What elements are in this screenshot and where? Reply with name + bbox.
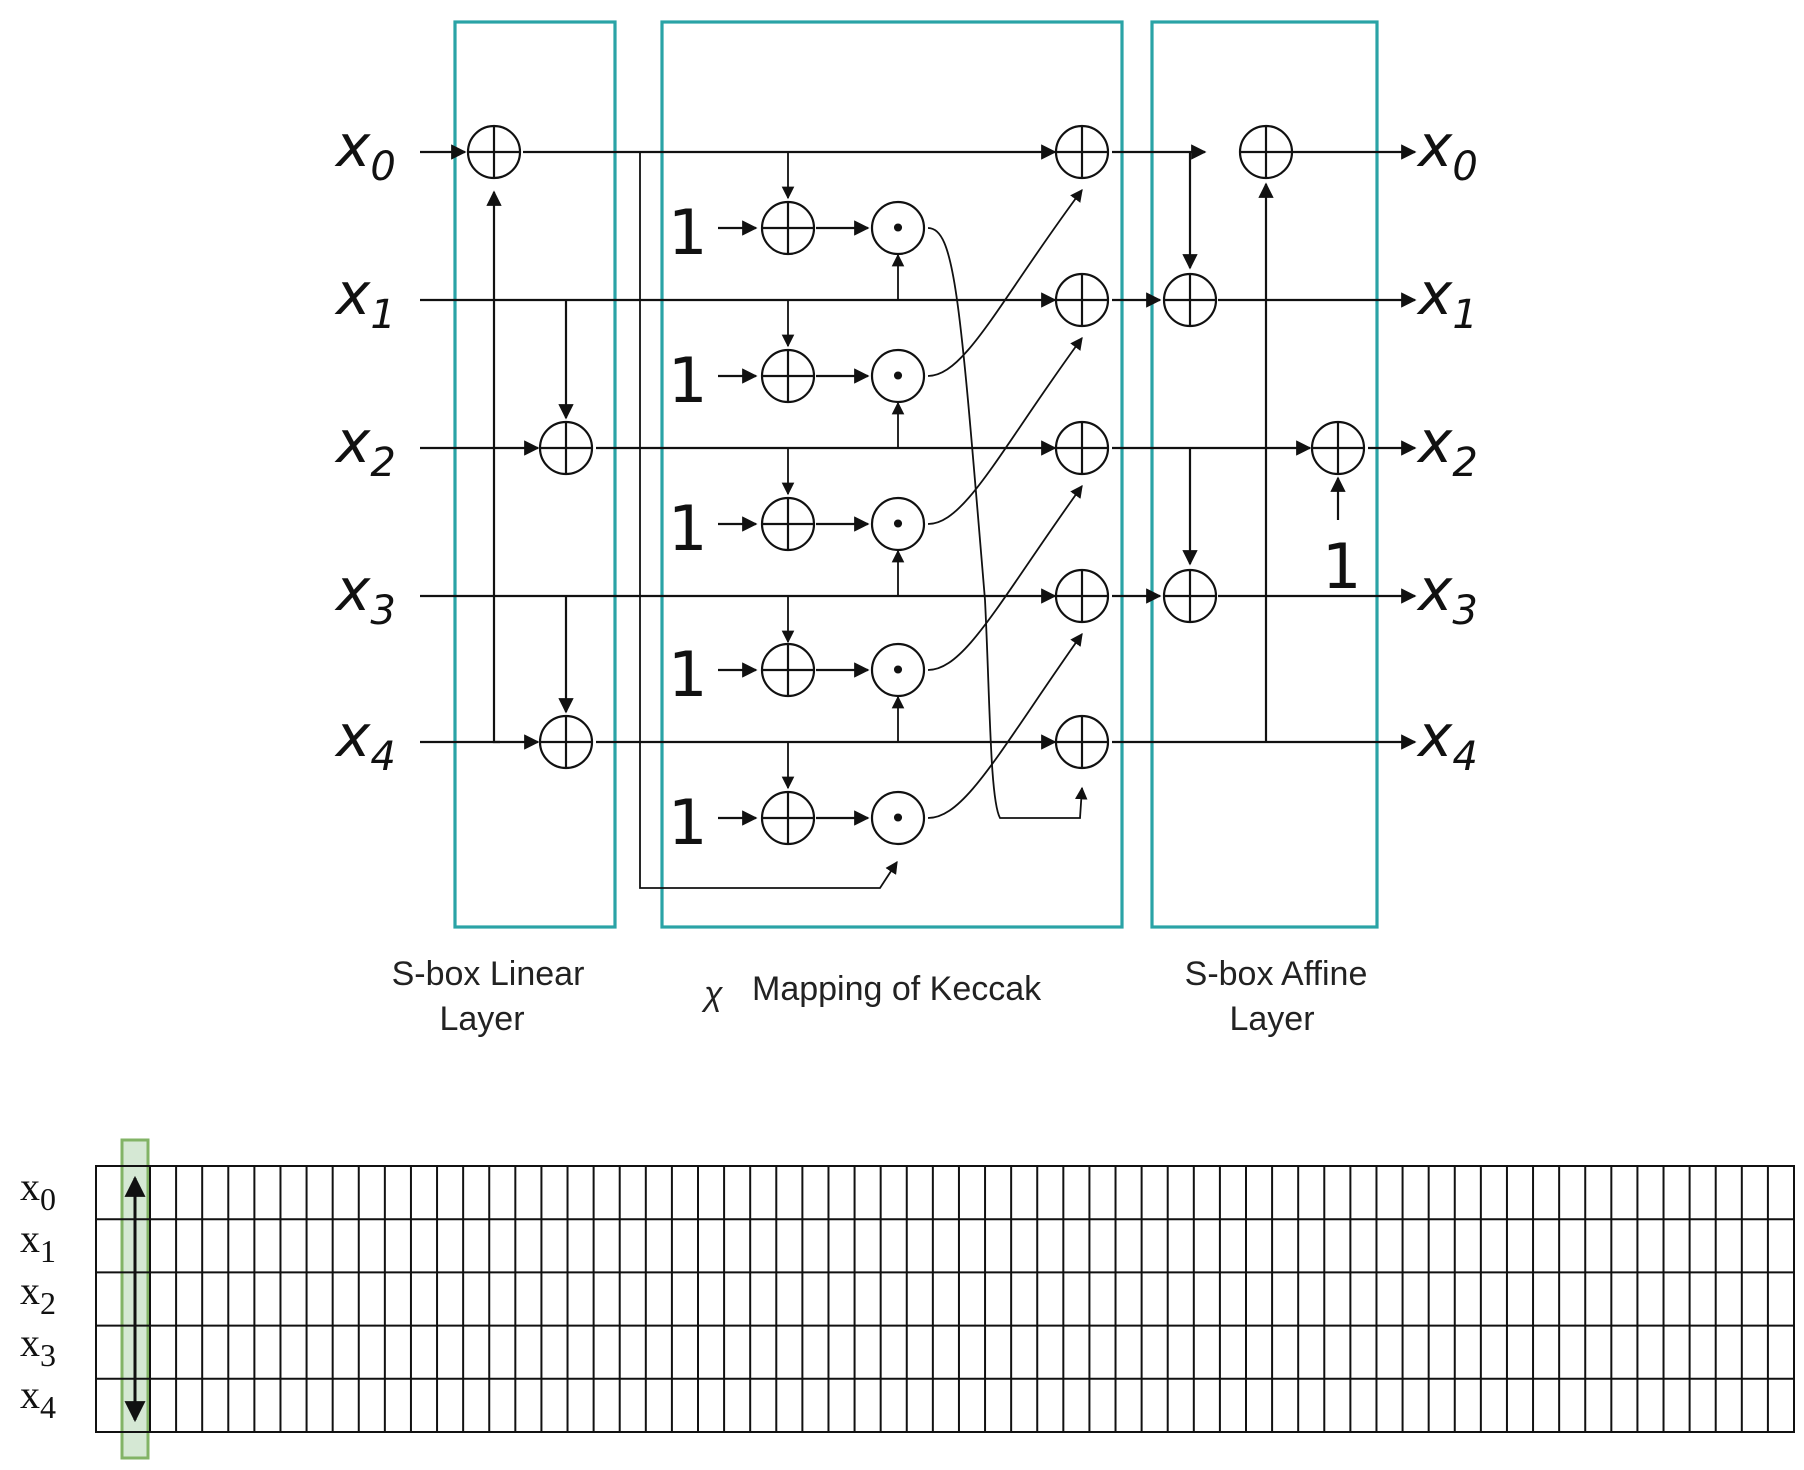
affine-layer-wires [1182,152,1346,742]
xor-gate [1054,420,1110,476]
input-label: x1 [334,260,396,338]
row-labels: x0 x1 x2 x3 x4 [20,1164,56,1425]
linear-layer-box [453,20,617,929]
and-gates: • • • • • [870,200,926,846]
output-labels: x0 x1 x2 x3 x4 [1416,112,1478,780]
xor-gate [466,124,522,180]
xor-gate [1162,272,1218,328]
linear-layer-wires [486,190,574,744]
input-label: x4 [334,702,396,780]
xor-gates [466,124,1366,846]
state-grid [95,1165,1795,1433]
affine-layer-caption-line1: S-box Affine [1185,955,1368,993]
constants: 1 1 1 1 1 1 [668,196,1361,859]
output-label: x1 [1416,260,1478,338]
state-grid-figure: x0 x1 x2 x3 x4 [20,1138,1795,1460]
and-gate: • [870,790,926,846]
xor-gate [760,496,816,552]
linear-layer-caption-line1: S-box Linear [392,955,585,993]
row-label: x4 [20,1372,56,1425]
xor-gate [538,420,594,476]
xor-gate [1054,714,1110,770]
row-label: x2 [20,1268,56,1321]
input-label: x0 [334,112,396,190]
constant-one: 1 [668,786,707,859]
xor-gate [1054,568,1110,624]
input-label: x2 [334,408,396,486]
xor-gate [1162,568,1218,624]
chi-caption: Mapping of Keccak [752,970,1042,1008]
and-dot: • [890,212,907,245]
constant-one: 1 [668,344,707,417]
input-labels: x0 x1 x2 x3 x4 [334,112,396,780]
xor-gate [1054,124,1110,180]
xor-gate [760,348,816,404]
and-dot: • [890,654,907,687]
output-label: x2 [1416,408,1478,486]
row-label: x0 [20,1164,56,1217]
affine-layer-caption-line2: Layer [1229,1000,1314,1038]
and-gate: • [870,642,926,698]
output-label: x0 [1416,112,1478,190]
output-label: x4 [1416,702,1478,780]
and-gate: • [870,200,926,256]
and-gate: • [870,496,926,552]
xor-gate [760,200,816,256]
constant-one: 1 [1322,530,1361,603]
affine-layer-box [1150,20,1379,929]
xor-gate [760,790,816,846]
main-wires [420,144,1417,750]
and-dot: • [890,508,907,541]
xor-gate [538,714,594,770]
and-gate: • [870,348,926,404]
chi-layer-box [660,20,1124,929]
sbox-figure: • • • • • 1 1 1 1 1 1 x0 x1 x2 x3 x4 x0 … [334,20,1478,1038]
xor-gate [1238,124,1294,180]
xor-gate [760,642,816,698]
linear-layer-caption-line2: Layer [439,1000,524,1038]
row-label: x3 [20,1320,56,1373]
and-dot: • [890,802,907,835]
constant-one: 1 [668,492,707,565]
constant-one: 1 [668,196,707,269]
chi-wires [639,152,1088,889]
xor-gate [1054,272,1110,328]
input-label: x3 [334,556,396,634]
and-dot: • [890,360,907,393]
grid-border [95,1165,1795,1433]
constant-one: 1 [668,638,707,711]
output-label: x3 [1416,556,1478,634]
captions: S-box Linear Layer χ Mapping of Keccak S… [392,955,1368,1038]
xor-gate [1310,420,1366,476]
row-label: x1 [20,1216,56,1269]
chi-symbol: χ [701,975,724,1013]
